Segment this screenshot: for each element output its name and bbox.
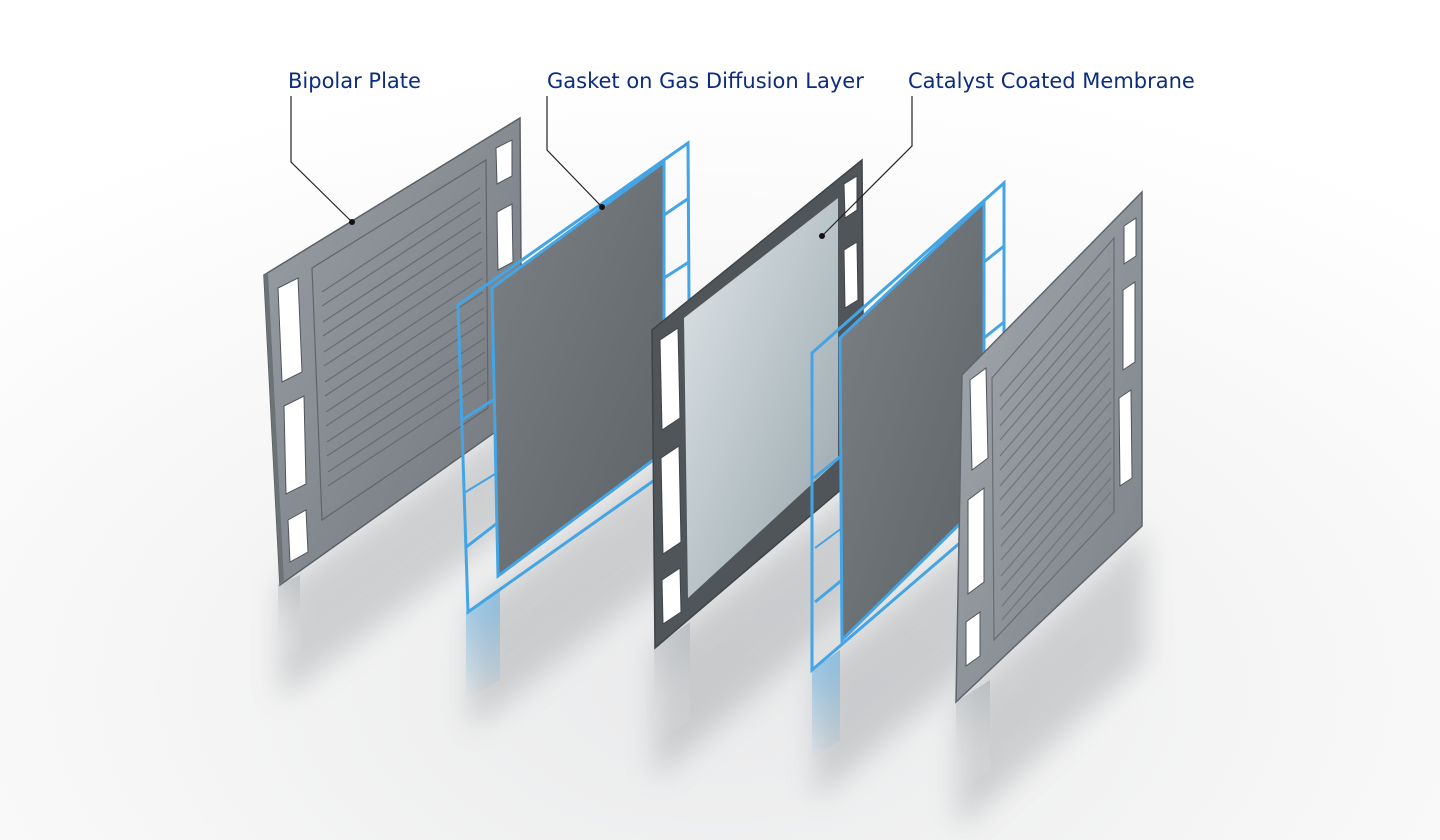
floor-reflections (278, 575, 990, 795)
leader-dot-ccm (819, 233, 825, 239)
leader-dots (349, 204, 825, 239)
leader-line-gasket-gdl (546, 96, 603, 208)
bipolar-plate-left (263, 116, 523, 587)
leader-lines (290, 96, 913, 237)
leader-dot-gasket-gdl (599, 204, 605, 210)
leader-line-bipolar-plate (290, 96, 353, 223)
label-gasket-gdl: Gasket on Gas Diffusion Layer (547, 69, 864, 93)
label-bipolar-plate: Bipolar Plate (288, 69, 421, 93)
gasket-gdl-right (810, 179, 1006, 674)
bipolar-plate-right (955, 190, 1143, 704)
leader-line-ccm (821, 96, 913, 237)
catalyst-coated-membrane (651, 158, 865, 650)
leader-dot-bipolar-plate (349, 219, 355, 225)
label-catalyst-coated-membrane: Catalyst Coated Membrane (908, 69, 1195, 93)
